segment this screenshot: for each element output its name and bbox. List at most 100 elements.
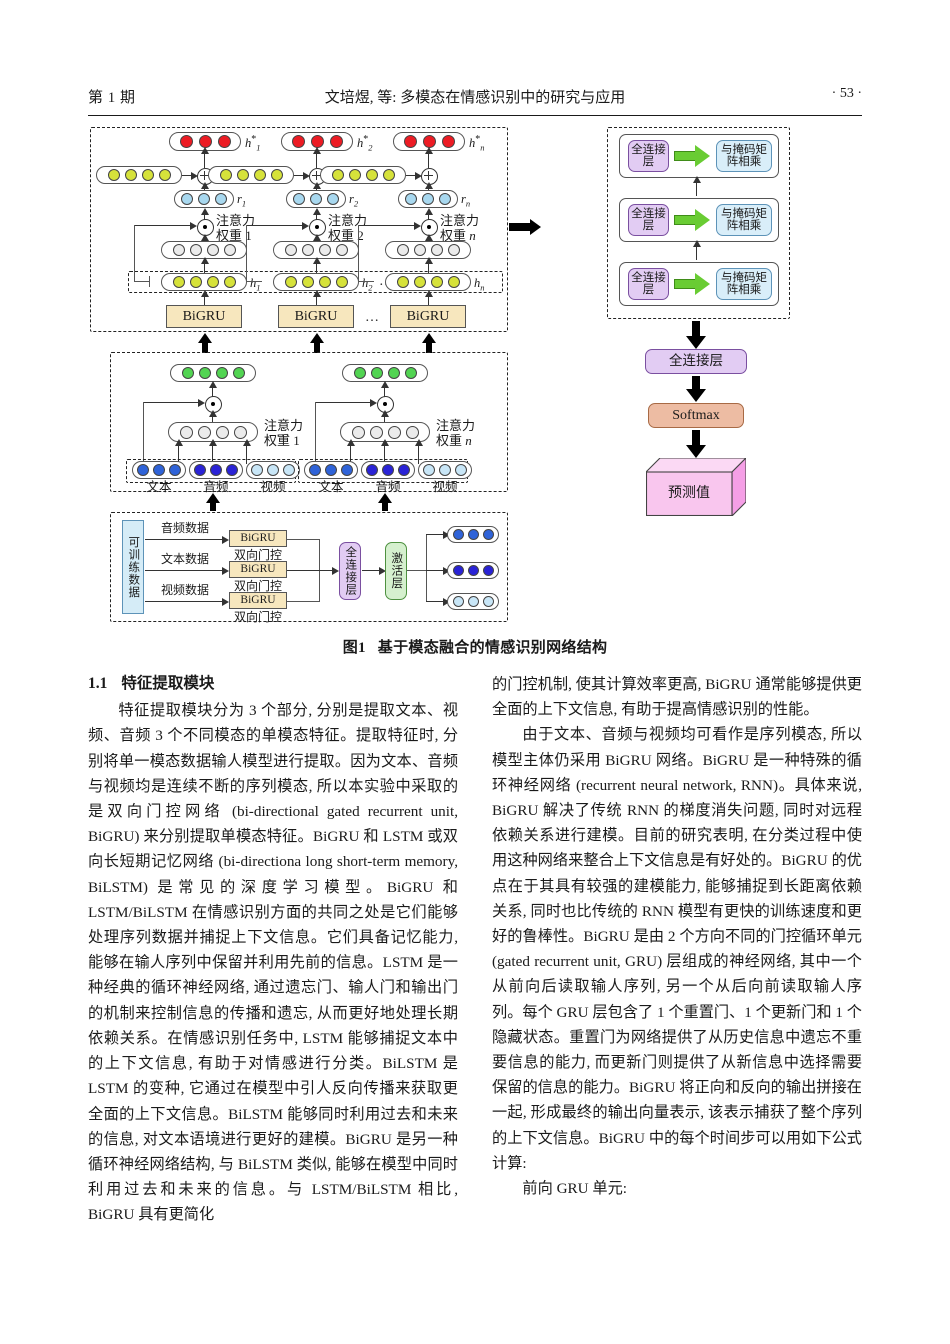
mask-box-1-label: 与掩码矩阵相乘 <box>721 271 767 296</box>
bigru-box-n: BiGRU <box>390 305 466 328</box>
fc-final-box: 全连接层 <box>645 349 747 374</box>
arrow-text-up-1 <box>173 439 185 464</box>
text-capsule-n <box>304 461 358 479</box>
h-capsule-2 <box>273 273 359 291</box>
arrow-out-text <box>426 529 450 541</box>
prediction-box-shape <box>646 458 746 516</box>
text-modality-label-n: 文本 <box>318 480 344 494</box>
right-column: 的门控机制, 使其计算效率更高, BiGRU 通常能够提供更全面的上下文信息, … <box>492 672 862 1201</box>
mid-skip-into-attention-n <box>316 397 377 409</box>
arrow-fc-to-softmax <box>686 376 706 402</box>
bottom-fc-box: 全连接层 <box>339 542 361 600</box>
attention-weight-label-2: 注意力权重 2 <box>328 213 368 244</box>
section-title: 特征提取模块 <box>121 675 215 692</box>
feature-extraction-block <box>110 512 508 622</box>
mask-row-1 <box>619 262 779 306</box>
prediction-box-3d: 预测值 <box>646 458 746 516</box>
bottom-bigru-audio-label: BiGRU <box>240 532 276 545</box>
right-paragraph-1: 的门控机制, 使其计算效率更高, BiGRU 通常能够提供更全面的上下文信息, … <box>492 676 862 719</box>
merge-video-vert <box>319 570 321 601</box>
arrow-fusion-to-bigru-2 <box>310 333 324 353</box>
arrow-bigru-to-h-1 <box>199 290 211 308</box>
bigru-box-n-label: BiGRU <box>406 308 450 324</box>
bigru-box-2-label: BiGRU <box>294 308 338 324</box>
arrow-h-to-grey-1 <box>199 257 211 275</box>
bigru-row-ellipsis: … <box>365 310 380 325</box>
right-paragraph-3: 前向 GRU 单元: <box>522 1180 628 1198</box>
text-modality-label-1: 文本 <box>146 480 172 494</box>
fc-final-label: 全连接层 <box>669 353 723 369</box>
h-star-label-n: h*n <box>469 134 485 153</box>
skip-vertical-n <box>358 225 360 282</box>
fc-box-2-label: 全连接层 <box>631 207 666 232</box>
mid-skip-into-attention-1 <box>144 397 205 409</box>
r-label-2: r2 <box>349 192 359 209</box>
video-modality-label-1: 视频 <box>260 480 286 494</box>
h-star-capsule-2 <box>281 132 353 151</box>
mask-box-2: 与掩码矩阵相乘 <box>716 204 772 236</box>
merge-video-line <box>287 601 320 603</box>
right-paragraph-2: 由于文本、音频与视频均可看作是序列模态, 所以模型主体仍采用 BiGRU 网络。… <box>492 726 862 1172</box>
arrow-extract-to-fusion-n <box>378 493 392 511</box>
skip-vertical-2 <box>246 225 248 282</box>
figure-caption-text: 基于模态融合的情感识别网络结构 <box>377 640 608 656</box>
output-capsule-video <box>447 593 499 610</box>
mid-skip-vertical-n <box>315 402 317 467</box>
fc-box-3: 全连接层 <box>628 140 669 172</box>
green-arrow-2 <box>674 209 710 231</box>
bottom-gate-audio-label: 双向门控 <box>233 548 282 562</box>
audio-stream-label: 音频数据 <box>160 521 209 535</box>
arrow-context-to-sum-n <box>406 170 422 182</box>
audio-modality-label-1: 音频 <box>203 480 229 494</box>
arrow-out-video <box>426 596 450 608</box>
skip-into-attention-1 <box>135 220 197 232</box>
skip-into-attention-2 <box>247 220 309 232</box>
fused-capsule-1 <box>170 364 256 382</box>
arrow-context-to-sum-1 <box>182 170 198 182</box>
running-head-center: 文培煜, 等: 多模态在情感识别中的研究与应用 <box>324 90 626 106</box>
running-head-left: 第 1 期 <box>88 90 136 106</box>
modality-group-ellipsis: … <box>276 425 291 440</box>
green-arrow-1 <box>674 273 710 295</box>
arrow-mid-attn-to-fused-n <box>379 381 391 400</box>
mask-box-1: 与掩码矩阵相乘 <box>716 268 772 300</box>
h-capsule-n <box>385 273 471 291</box>
fanout-vert <box>426 534 428 602</box>
arrow-audio-up-1 <box>207 439 219 464</box>
arrow-mid-attn-to-fused-1 <box>207 381 219 400</box>
merge-audio-vert <box>319 539 321 570</box>
attention-weight-label-n: 注意力权重 n <box>440 213 480 244</box>
fused-capsule-n <box>342 364 428 382</box>
h-label-1: h1 <box>250 276 261 293</box>
h-star-label-2: h*2 <box>357 134 373 153</box>
arrow-text-stream <box>145 565 229 577</box>
skip-horizontal-n <box>358 281 374 283</box>
arrow-h-to-grey-n <box>423 257 435 275</box>
modality-fusion-block <box>110 352 508 492</box>
prediction-label-wrap: 预测值 <box>646 472 732 516</box>
left-paragraph-1: 特征提取模块分为 3 个部分, 分别是提取文本、视频、音频 3 个不同模态的单模… <box>88 702 458 1224</box>
bottom-bigru-video-label: BiGRU <box>240 594 276 607</box>
prediction-label: 预测值 <box>668 486 710 502</box>
r-capsule-n <box>398 190 458 208</box>
skip-vertical-1 <box>134 225 136 282</box>
section-number: 1.1 <box>88 675 108 692</box>
arrow-extract-to-fusion-1 <box>206 493 220 511</box>
fc-box-1-label: 全连接层 <box>631 271 666 296</box>
bottom-bigru-text-label: BiGRU <box>240 563 276 576</box>
arrow-h-to-grey-2 <box>311 257 323 275</box>
h-star-label-1: h*1 <box>245 134 261 153</box>
output-capsule-text <box>447 526 499 543</box>
context-capsule-n <box>320 166 406 184</box>
mask-box-3-label: 与掩码矩阵相乘 <box>721 143 767 168</box>
r-capsule-1 <box>174 190 234 208</box>
arrow-fc-to-act <box>362 565 386 577</box>
audio-capsule-1 <box>189 461 243 479</box>
figure-network-architecture: h*1 r1 注意力权重 1 <box>88 122 862 632</box>
mask-fusion-block <box>607 127 790 319</box>
bigru-box-2: BiGRU <box>278 305 354 328</box>
text-capsule-1 <box>132 461 186 479</box>
arrow-mask-2-to-3 <box>691 176 703 196</box>
